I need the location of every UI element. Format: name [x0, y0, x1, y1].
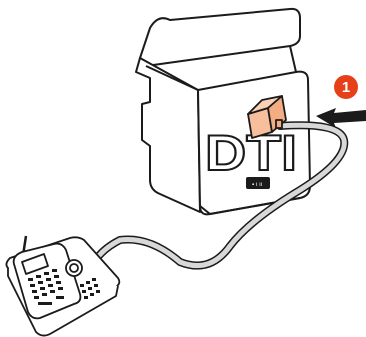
dti-slot-label: ▪ ı ıı: [252, 182, 263, 188]
rj-connector: [247, 95, 287, 139]
telephone-icon: [5, 235, 121, 337]
step-marker-1: 1: [334, 75, 358, 99]
phone-cable: [88, 121, 349, 270]
step-number: 1: [342, 79, 350, 96]
insert-arrow: [316, 108, 366, 128]
